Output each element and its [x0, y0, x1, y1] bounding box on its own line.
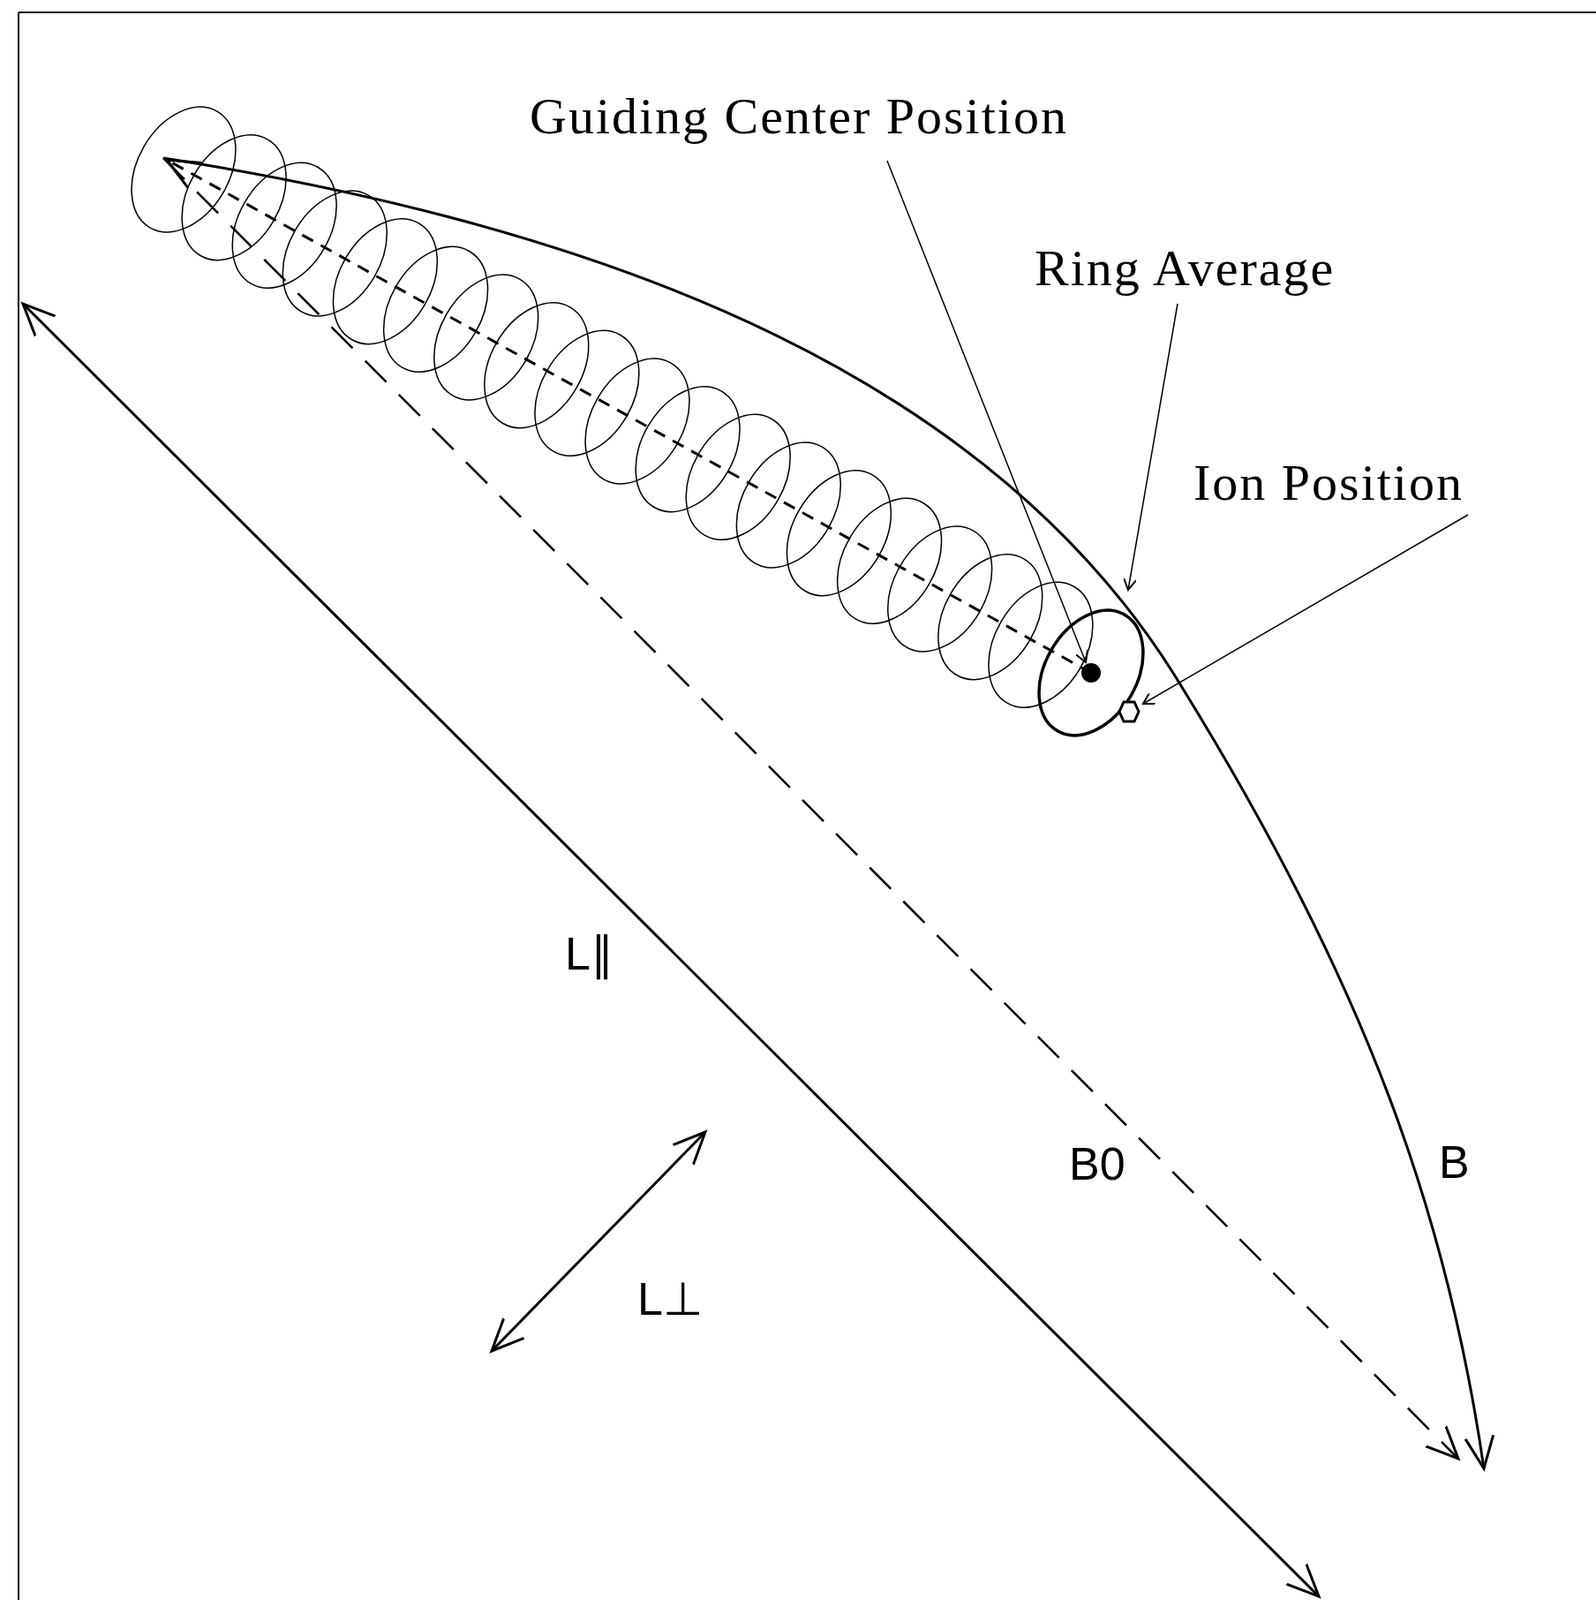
field-label: B0: [1065, 1138, 1130, 1190]
leader-line: [887, 160, 1086, 663]
field-line: [163, 158, 1484, 1469]
field-label: B: [1435, 1136, 1474, 1188]
callout-label: Ring Average: [1031, 240, 1339, 297]
frame-line: [18, 11, 1596, 14]
ring-average: [1017, 591, 1165, 754]
parallel-scale-arrow: [22, 303, 1319, 1596]
leader-line: [1128, 303, 1178, 590]
scale-label: L⊥: [633, 1273, 707, 1325]
guiding-center-dot: [1081, 662, 1101, 683]
leader-line: [1143, 514, 1469, 704]
guiding-center-path: [166, 159, 1092, 673]
scale-label: L∥: [561, 928, 618, 979]
perpendicular-scale-arrow: [491, 1131, 706, 1351]
ion-marker: [1119, 701, 1139, 722]
callout-label: Ion Position: [1189, 454, 1468, 512]
frame-line: [17, 12, 20, 1600]
gyro-rings: [110, 88, 1165, 754]
callout-label: Guiding Center Position: [526, 88, 1072, 145]
